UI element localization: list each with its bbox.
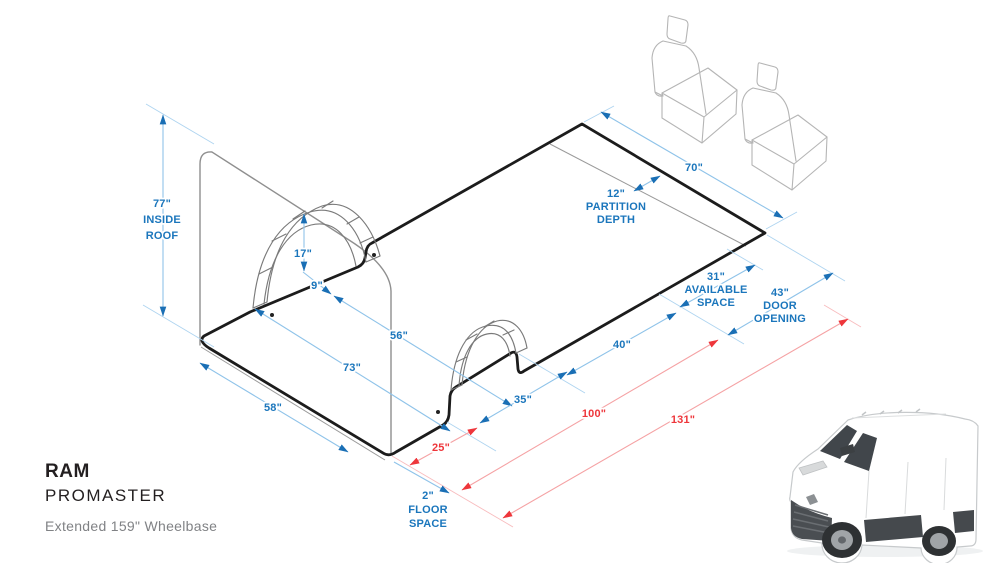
van-door-window — [844, 433, 877, 471]
partition-depth-word2: DEPTH — [597, 214, 635, 226]
door-opening-word2: OPENING — [754, 313, 806, 325]
label-inside-roof: 77" INSIDE ROOF — [141, 196, 182, 244]
dim-line-mid-width — [333, 295, 513, 407]
seat-left-sketch — [651, 15, 738, 144]
wheelbase-subtitle: Extended 159" Wheelbase — [45, 518, 218, 534]
label-wheel-well-top-width: 9" — [311, 280, 323, 292]
van-windshield — [820, 425, 857, 459]
dim-line-floor-width-mid — [254, 308, 451, 432]
label-partition-depth: 12" PARTITION DEPTH — [584, 186, 648, 228]
dim-line-top-width — [600, 111, 784, 219]
seat-right-sketch — [741, 62, 828, 191]
inside-roof-value: 77" — [153, 198, 171, 210]
label-wheel-well-height: 17" — [294, 248, 312, 260]
blue-extension-lines — [142, 103, 846, 452]
label-rear-to-wheel-well: 40" — [613, 339, 631, 351]
van-roof-ribs — [861, 408, 921, 416]
label-front-floor: 25" — [432, 442, 450, 454]
available-space-word1: AVAILABLE — [684, 284, 747, 296]
label-floor-width-front: 58" — [264, 402, 282, 414]
label-wheel-well-length: 35" — [514, 394, 532, 406]
brand-block: RAM PROMASTER Extended 159" Wheelbase — [45, 461, 217, 534]
available-space-word2: SPACE — [697, 297, 735, 309]
dim-line-available-space — [679, 264, 756, 308]
label-top-width: 70" — [685, 162, 703, 174]
floor-space-word2: SPACE — [409, 518, 447, 530]
dim-line-floor-space — [393, 461, 450, 494]
cargo-floor-outline — [200, 122, 767, 457]
van-headlight — [798, 460, 828, 476]
partition-depth-word1: PARTITION — [586, 201, 646, 213]
door-opening-word1: DOOR — [763, 300, 797, 312]
floor-space-value: 2" — [422, 490, 434, 502]
dim-line-floor-width-front — [199, 362, 349, 453]
brand-name: RAM — [45, 461, 90, 482]
label-door-opening: 43" DOOR OPENING — [752, 285, 807, 327]
partition-floor-line — [549, 143, 747, 247]
van-mirror — [840, 444, 855, 456]
inside-roof-word2: ROOF — [146, 230, 179, 242]
partition-depth-value: 12" — [607, 188, 625, 200]
label-total-floor-length: 131" — [671, 414, 695, 426]
door-opening-value: 43" — [771, 287, 789, 299]
floor-space-word1: FLOOR — [408, 504, 448, 516]
available-space-value: 31" — [707, 271, 725, 283]
wheel-well-front-sketch — [252, 200, 381, 309]
van-door-seams — [865, 457, 947, 519]
floor-anchor-dots — [270, 253, 440, 414]
label-floor-space: 2" FLOOR SPACE — [407, 488, 450, 532]
cab-seats-sketch — [651, 15, 828, 191]
van-badge — [806, 494, 818, 505]
label-cargo-length: 100" — [582, 408, 606, 420]
red-dimension-lines — [409, 318, 849, 519]
dimension-labels: 77" INSIDE ROOF 70" 12" PARTITION DEPTH … — [141, 160, 807, 532]
dim-line-partition-depth — [633, 175, 661, 192]
label-available-space: 31" AVAILABLE SPACE — [683, 269, 749, 311]
dim-line-wheel-well-top-width — [302, 271, 332, 295]
van-bumper-grille — [791, 500, 832, 541]
dim-line-total-floor-length — [502, 318, 849, 519]
inside-roof-word1: INSIDE — [143, 214, 181, 226]
label-floor-width-mid: 73" — [343, 362, 361, 374]
van-side-cladding — [864, 515, 923, 542]
van-illustration — [787, 408, 983, 563]
model-name: PROMASTER — [45, 486, 167, 505]
label-mid-width: 56" — [390, 330, 408, 342]
